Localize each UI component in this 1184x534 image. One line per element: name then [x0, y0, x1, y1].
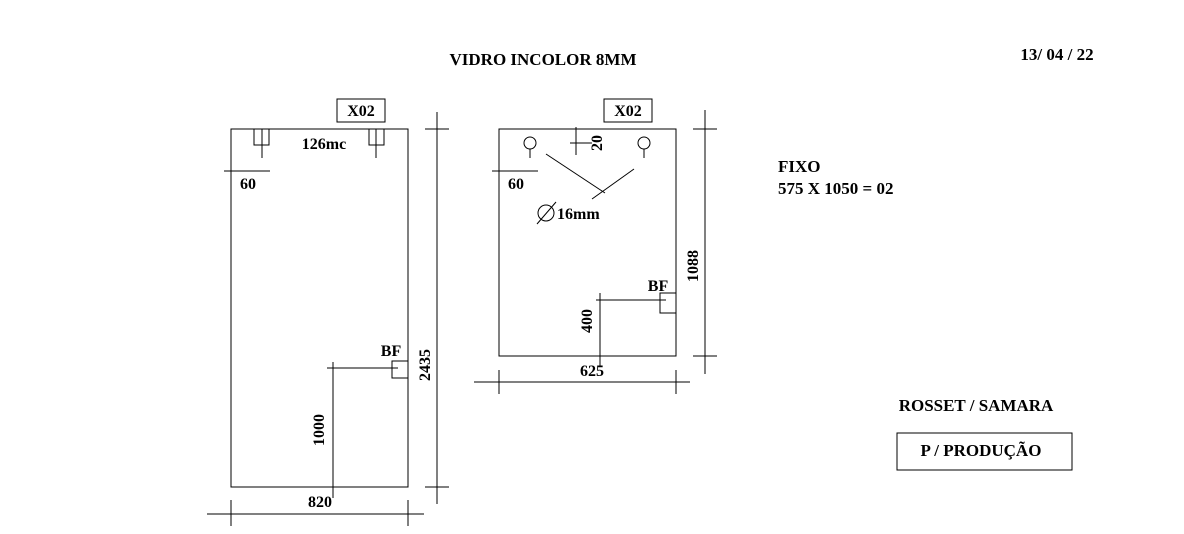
- production-stamp-box: [896, 432, 1073, 471]
- panel-right-lock-box: [659, 292, 677, 314]
- panel-left-height: 2435: [417, 349, 434, 381]
- hole-right-icon: [637, 136, 651, 150]
- panel-left-hinge-spacing: 126mc: [302, 136, 346, 153]
- panel-left: X02 126mc 60 BF 1000 820 2435: [207, 98, 449, 526]
- hole-leader-right: [591, 168, 635, 200]
- panel-left-lock-box: [391, 360, 409, 379]
- panel-right-lock-label: BF: [648, 278, 669, 295]
- drawing-date: 13/ 04 / 22: [1020, 45, 1093, 64]
- panel-left-edge-offset: 60: [240, 176, 256, 193]
- note-type: FIXO: [778, 157, 821, 176]
- panel-left-width: 820: [308, 494, 332, 511]
- diameter-icon: [536, 201, 557, 225]
- panel-right-hole-diameter: 16mm: [557, 206, 600, 223]
- panel-right-top-offset: 20: [589, 135, 606, 151]
- panel-left-tag: X02: [347, 103, 375, 120]
- panel-right-width: 625: [580, 363, 604, 380]
- panel-right-height: 1088: [685, 250, 702, 282]
- drawing-title: VIDRO INCOLOR 8MM: [450, 50, 637, 69]
- panel-right-edge-offset: 60: [508, 176, 524, 193]
- panel-left-lock-height: 1000: [311, 414, 328, 446]
- panel-right-tag-box: [603, 98, 653, 123]
- hinge-right-icon: [368, 129, 385, 158]
- panel-right-outline: [498, 128, 677, 357]
- panel-left-tag-box: [336, 98, 386, 123]
- client-name: ROSSET / SAMARA: [899, 396, 1054, 415]
- panel-right-tag: X02: [614, 103, 642, 120]
- production-stamp: P / PRODUÇÃO: [921, 441, 1042, 460]
- hinge-left-icon: [253, 129, 270, 158]
- hole-left-icon: [523, 136, 537, 150]
- hole-leader-left: [545, 153, 606, 194]
- panel-right-lock-height: 400: [579, 309, 596, 333]
- note-spec: 575 X 1050 = 02: [778, 179, 893, 198]
- panel-left-lock-label: BF: [381, 343, 402, 360]
- panel-left-outline: [230, 128, 409, 488]
- panel-right: X02 20 60 16mm BF 400 625: [474, 98, 717, 394]
